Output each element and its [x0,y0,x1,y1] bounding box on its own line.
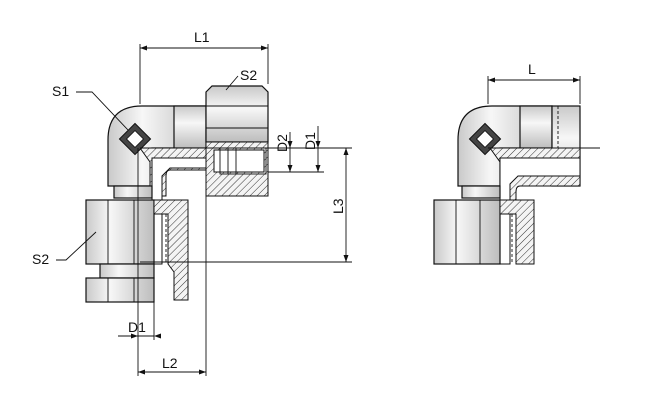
left-top-nut-bore [213,149,265,173]
dim-label-D2: D2 [274,134,290,152]
right-fitting: L [433,61,600,265]
left-seal-ring [118,122,152,156]
left-fitting: L1 S1 S2 D2 D1 L3 D1 [32,29,352,376]
right-bottom-nut [433,199,501,265]
label-S2-top: S2 [240,67,257,83]
dim-label-L3: L3 [330,198,346,214]
left-bottom-nut [85,199,155,265]
left-bottom-nut-section [153,199,189,301]
left-elbow-collar [173,105,207,149]
dim-label-L2: L2 [162,355,178,371]
dim-label-D1-bottom: D1 [128,319,146,335]
left-top-nut [205,85,269,143]
dim-label-L: L [528,61,536,77]
label-S2-left: S2 [32,251,49,267]
dim-label-L1: L1 [194,29,210,45]
right-bottom-nut-section [499,199,535,265]
dim-label-D1-right: D1 [302,132,318,150]
right-seal-ring [468,122,502,156]
label-S1: S1 [52,83,69,99]
right-elbow-collar [519,105,553,149]
